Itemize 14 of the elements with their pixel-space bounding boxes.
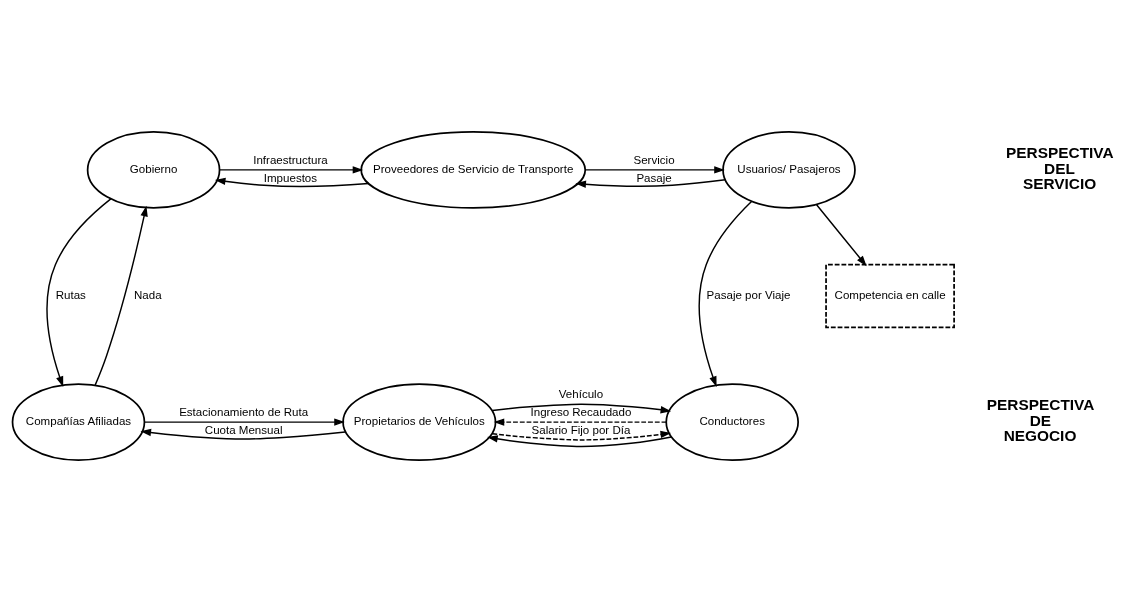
label: PERSPECTIVA DE NEGOCIO (986, 396, 1095, 445)
edge-label: Ingreso Recaudado (530, 405, 632, 418)
label: PERSPECTIVA DEL SERVICIO (1006, 144, 1114, 192)
edge-label: Estacionamiento de Ruta (179, 405, 309, 418)
edge-label: Vehículo (558, 387, 604, 400)
edge-label: Infraestructura (253, 153, 328, 166)
edge-label: Rutas (55, 288, 86, 301)
edge-label: Salario Fijo por Día (531, 424, 631, 437)
edge-label: Cuota Mensual (204, 424, 283, 437)
edge-label: Impuestos (263, 172, 318, 185)
edge-label: Pasaje (636, 172, 672, 185)
edge-label: Nada (133, 288, 162, 301)
edge-label: Pasaje por Viaje (706, 288, 791, 301)
edge-label: Servicio (633, 153, 675, 166)
